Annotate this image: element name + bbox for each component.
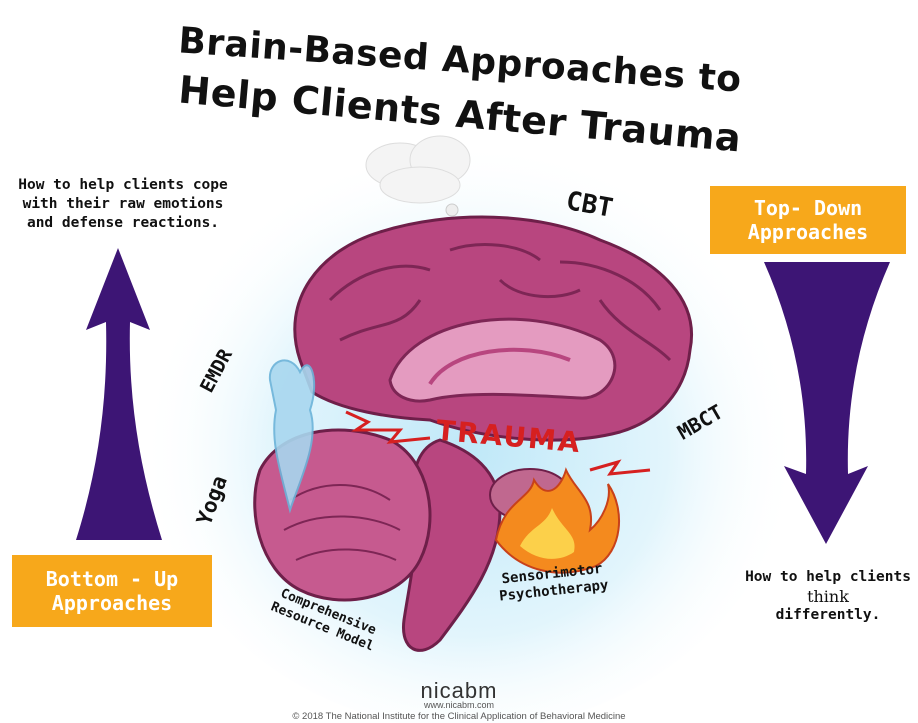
bottom-up-line-2: Approaches [51, 591, 173, 615]
top-down-line-1: Top- Down [753, 196, 863, 220]
bottom-up-description: How to help clients cope with their raw … [8, 176, 238, 233]
right-note-line-3: differently. [775, 607, 881, 623]
left-note-line-1: How to help clients cope [18, 177, 228, 193]
fire-icon [494, 467, 620, 574]
left-note-line-3: and defense reactions. [26, 215, 220, 231]
right-note-line-1: How to help clients [745, 569, 911, 585]
trauma-lightning-icon [345, 410, 651, 476]
top-down-badge: Top- Down Approaches [710, 186, 906, 254]
right-note-line-2: think [807, 587, 849, 606]
water-splash-icon [268, 359, 316, 514]
bottom-up-badge: Bottom - Up Approaches [12, 555, 212, 627]
top-down-line-2: Approaches [747, 220, 869, 244]
nicabm-url: www.nicabm.com [423, 700, 495, 710]
copyright-text: © 2018 The National Institute for the Cl… [292, 711, 626, 722]
up-arrow-icon [76, 248, 162, 540]
bottom-up-line-1: Bottom - Up [45, 567, 179, 591]
down-arrow-icon [764, 262, 890, 544]
left-note-line-2: with their raw emotions [22, 196, 224, 212]
cloud-icon [365, 135, 471, 227]
nicabm-logo: nicabm [420, 678, 498, 703]
brain-illustration [253, 215, 693, 652]
top-down-description: How to help clients think differently. [744, 568, 912, 625]
